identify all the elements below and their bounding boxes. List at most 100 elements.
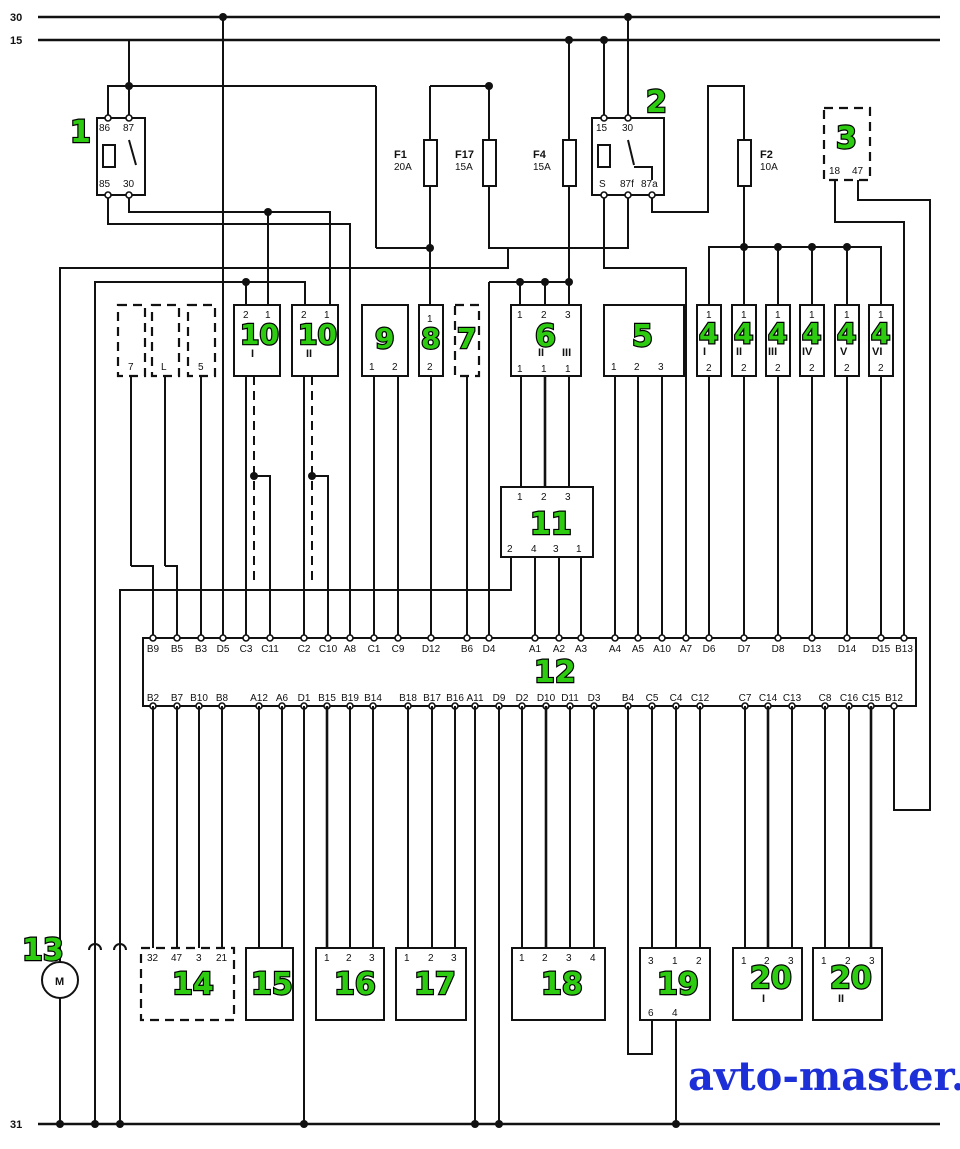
ecu-pin-marker <box>890 702 898 710</box>
relay1-pin87: 87 <box>123 123 135 134</box>
ecu-pin-label: B12 <box>885 693 903 704</box>
relay-2: 15 30 S 87f 87a <box>591 114 665 199</box>
label-3: 3 <box>836 121 857 156</box>
rail-31-label: 31 <box>10 1119 22 1131</box>
ecu-pin-label: D1 <box>298 693 311 704</box>
comp6-pin1d: 1 <box>565 364 571 375</box>
motor-label: M <box>55 976 64 988</box>
ecu-pin-label: C5 <box>646 693 659 704</box>
comp11-bot-1: 1 <box>576 544 582 555</box>
label-12: 12 <box>534 655 576 690</box>
ecu-pin-label: B3 <box>195 644 208 655</box>
comp18-pin3: 3 <box>566 953 572 964</box>
ecu-pin-marker <box>394 634 402 642</box>
comp11-top-2: 2 <box>541 492 547 503</box>
fuse-f1-name: F1 <box>394 149 407 161</box>
ecu-pin-marker <box>705 634 713 642</box>
ecu-pin-marker <box>634 634 642 642</box>
comp10a-roman: I <box>251 348 254 360</box>
inj6-pin1: 1 <box>878 310 884 321</box>
label-14: 14 <box>172 967 214 1002</box>
ecu-pin-marker <box>843 634 851 642</box>
ecu-pin-label: B17 <box>423 693 441 704</box>
ecu-pin-label: B7 <box>171 693 184 704</box>
inj5-pin2: 2 <box>844 363 850 374</box>
comp14-pin3: 3 <box>196 953 202 964</box>
ecu-pin-label: B18 <box>399 693 417 704</box>
inj2-pin1: 1 <box>741 310 747 321</box>
comp11-top-3: 3 <box>565 492 571 503</box>
comp20b-pin3: 3 <box>869 956 875 967</box>
ecu-pin-marker <box>485 634 493 642</box>
comp18-pin2: 2 <box>542 953 548 964</box>
comp9-pin2: 2 <box>392 362 398 373</box>
fuse-f2-rating: 10A <box>760 162 778 173</box>
ecu-pin-label: C9 <box>392 644 405 655</box>
ecu-pin-label: C16 <box>840 693 859 704</box>
ecu-pin-label: A2 <box>553 644 566 655</box>
inj3-pin2: 2 <box>775 363 781 374</box>
ecu-pin-label: B19 <box>341 693 359 704</box>
comp14-pin32: 32 <box>147 953 159 964</box>
comp5-pin1: 1 <box>611 362 617 373</box>
ecu-pin-label: A7 <box>680 644 693 655</box>
ecu-pin-label: D2 <box>516 693 529 704</box>
comp20b-pin1: 1 <box>821 956 827 967</box>
ecu-pin-label: D11 <box>561 693 579 704</box>
comp10b-pin2: 2 <box>301 310 307 321</box>
ecu-pin-label: B14 <box>364 693 382 704</box>
comp20a-pin1: 1 <box>741 956 747 967</box>
watermark: avto-master.info <box>688 1053 960 1100</box>
ecu-pin-label: C11 <box>261 644 279 655</box>
comp6-roman-ii: II <box>538 347 544 359</box>
relay2-pin87f: 87f <box>620 179 634 190</box>
label-2: 2 <box>646 85 667 120</box>
label-4-iii: 4 <box>768 317 787 350</box>
ecu-pin-label: C15 <box>862 693 881 704</box>
relay1-pin85: 85 <box>99 179 111 190</box>
fuse-f1-rating: 20A <box>394 162 412 173</box>
label-1: 1 <box>70 115 91 150</box>
label-7: 7 <box>457 322 476 355</box>
ecu-pin-marker <box>531 634 539 642</box>
relay2-pin30: 30 <box>622 123 634 134</box>
comp17-pin2: 2 <box>428 953 434 964</box>
fuse-f2-name: F2 <box>760 149 773 161</box>
label-13: 13 <box>22 933 64 968</box>
power-rails: 30 15 31 <box>10 12 940 1131</box>
ecu-pin-label: B10 <box>190 693 208 704</box>
comp17-pin1: 1 <box>404 953 410 964</box>
ecu-pin-label: A12 <box>250 693 268 704</box>
ecu-pin-label: D8 <box>772 644 785 655</box>
ecu-pin-label: B5 <box>171 644 184 655</box>
ecu-pin-label: D7 <box>738 644 751 655</box>
ecu-pin-label: B9 <box>147 644 160 655</box>
comp19-pin2: 2 <box>696 956 702 967</box>
comp14-pin47: 47 <box>171 953 183 964</box>
rail-30-label: 30 <box>10 12 22 24</box>
ecu-pin-marker <box>266 634 274 642</box>
ecu-pin-label: D9 <box>493 693 506 704</box>
ecu-pin-label: A10 <box>653 644 671 655</box>
inj3-roman: III <box>768 346 777 358</box>
comp6-pin1c: 1 <box>541 364 547 375</box>
wires-lower <box>59 268 873 1124</box>
ecu-pin-label: C14 <box>759 693 778 704</box>
inj4-pin2: 2 <box>809 363 815 374</box>
component-numbers: 1 2 3 4 4 4 4 4 4 5 6 7 8 9 10 10 11 12 … <box>21 84 892 1003</box>
comp19-pin3: 3 <box>648 956 654 967</box>
comp19-pin1: 1 <box>672 956 678 967</box>
label-19: 19 <box>657 967 699 1002</box>
ecu-pin-label: A1 <box>529 644 542 655</box>
comp6-roman-iii: III <box>562 347 571 359</box>
comp14-pin21: 21 <box>216 953 228 964</box>
ecu-pin-marker <box>427 634 435 642</box>
label-20-i: 20 <box>750 961 792 996</box>
label-9: 9 <box>375 322 394 355</box>
label-18: 18 <box>541 967 583 1002</box>
ecu-pin-marker <box>682 634 690 642</box>
ecu-pin-marker <box>173 634 181 642</box>
